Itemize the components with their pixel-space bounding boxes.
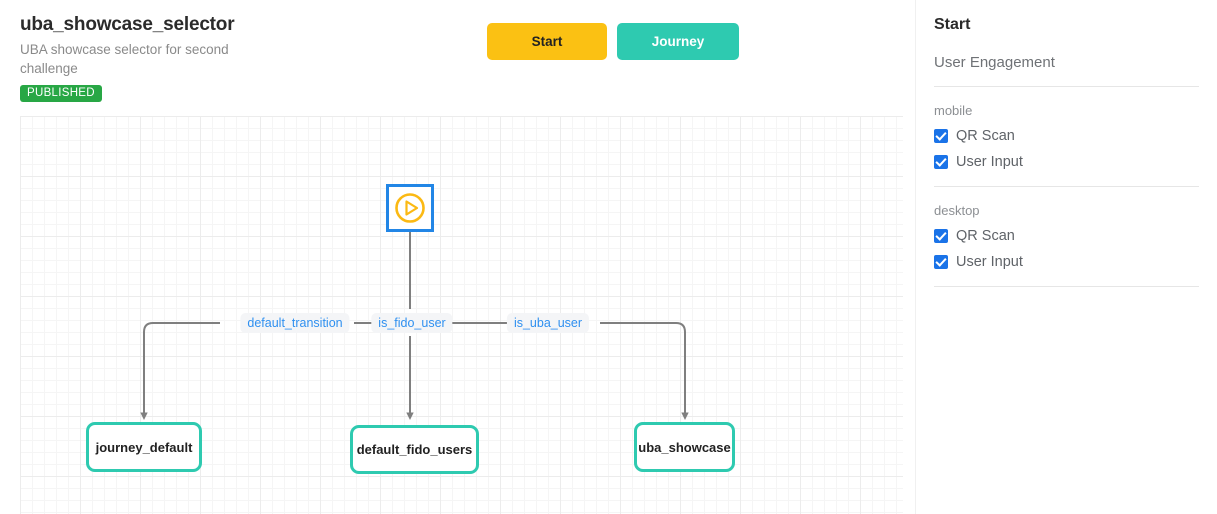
option-group-mobile: mobile QR Scan User Input xyxy=(934,103,1199,170)
status-badge: PUBLISHED xyxy=(20,85,102,102)
checkbox-label: User Input xyxy=(956,254,1023,270)
checkbox-label: QR Scan xyxy=(956,228,1015,244)
checkbox-checked-icon[interactable] xyxy=(934,255,948,269)
checkbox-row-desktop-qr-scan[interactable]: QR Scan xyxy=(934,228,1199,244)
node-uba-showcase[interactable]: uba_showcase xyxy=(634,422,735,472)
play-circle-icon xyxy=(395,193,425,223)
panel-subtitle: User Engagement xyxy=(934,54,1055,71)
node-label: default_fido_users xyxy=(356,442,473,457)
edge-label-is-uba-user[interactable]: is_uba_user xyxy=(506,313,590,333)
checkbox-checked-icon[interactable] xyxy=(934,155,948,169)
page-title: uba_showcase_selector xyxy=(20,14,235,35)
checkbox-label: User Input xyxy=(956,154,1023,170)
start-button[interactable]: Start xyxy=(487,23,607,60)
checkbox-row-desktop-user-input[interactable]: User Input xyxy=(934,254,1199,270)
checkbox-label: QR Scan xyxy=(956,128,1015,144)
main-area: uba_showcase_selector UBA showcase selec… xyxy=(20,14,903,514)
node-default-fido-users[interactable]: default_fido_users xyxy=(350,425,479,474)
node-label: journey_default xyxy=(95,439,193,455)
flow-canvas[interactable]: default_transition is_fido_user is_uba_u… xyxy=(20,116,903,514)
action-buttons: Start Journey xyxy=(487,23,739,60)
divider xyxy=(934,286,1199,287)
option-group-desktop: desktop QR Scan User Input xyxy=(934,203,1199,270)
divider xyxy=(934,86,1199,87)
edge-label-default-transition[interactable]: default_transition xyxy=(240,313,350,333)
panel-title: Start xyxy=(934,16,971,33)
checkbox-checked-icon[interactable] xyxy=(934,229,948,243)
group-label-mobile: mobile xyxy=(934,103,973,118)
edge-label-is-fido-user[interactable]: is_fido_user xyxy=(371,313,453,333)
node-journey-default[interactable]: journey_default xyxy=(86,422,202,472)
checkbox-row-mobile-user-input[interactable]: User Input xyxy=(934,154,1199,170)
checkbox-row-mobile-qr-scan[interactable]: QR Scan xyxy=(934,128,1199,144)
checkbox-checked-icon[interactable] xyxy=(934,129,948,143)
node-start[interactable] xyxy=(386,184,434,232)
group-label-desktop: desktop xyxy=(934,203,980,218)
properties-sidebar: Start User Engagement mobile QR Scan Use… xyxy=(915,0,1217,514)
node-label: uba_showcase xyxy=(638,439,731,455)
journey-button[interactable]: Journey xyxy=(617,23,739,60)
divider xyxy=(934,186,1199,187)
flow-description: UBA showcase selector for second challen… xyxy=(20,42,229,76)
flow-header: uba_showcase_selector UBA showcase selec… xyxy=(20,14,440,102)
